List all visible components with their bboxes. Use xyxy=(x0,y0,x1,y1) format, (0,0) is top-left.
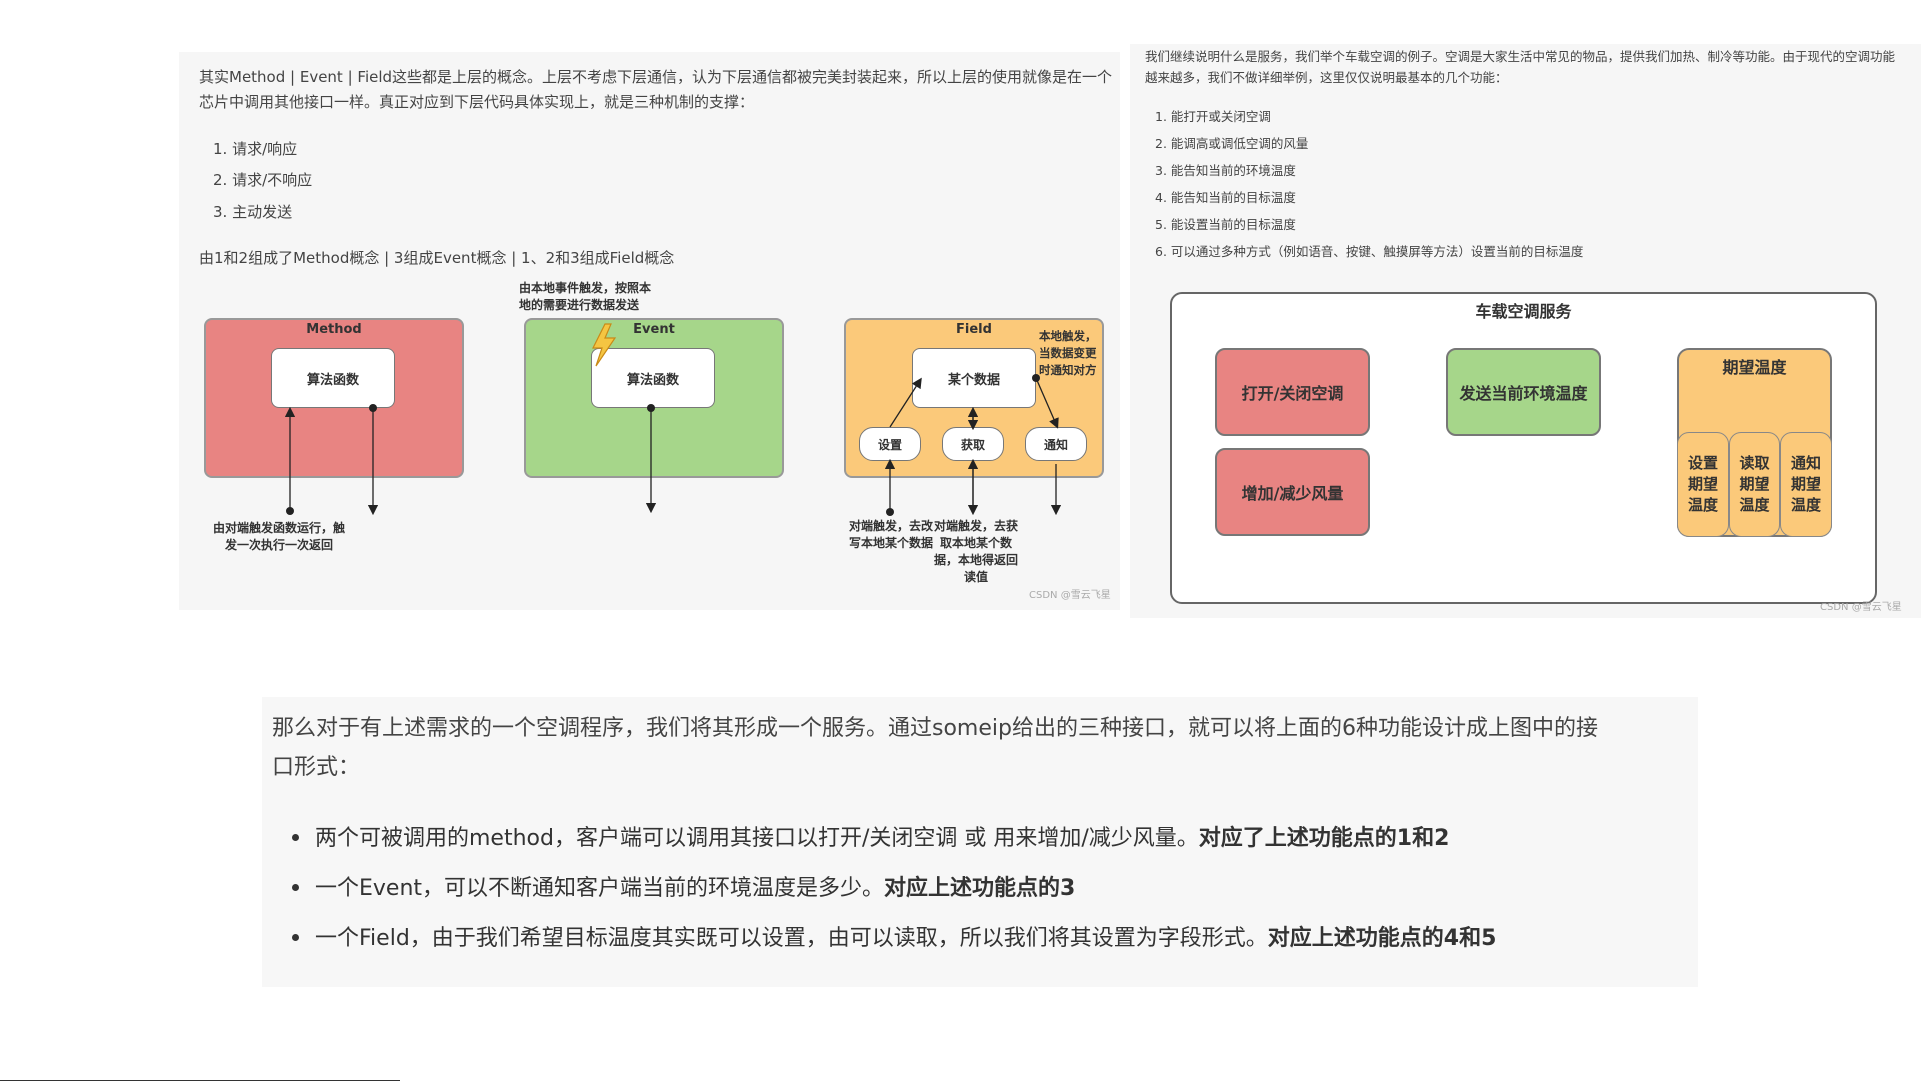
field-get-caption: 对端触发，去获取本地某个数据，本地得返回读值 xyxy=(934,519,1019,584)
bullet-dot xyxy=(292,883,299,891)
explanation-line2: 口形式： xyxy=(272,755,361,780)
read-expected-temp-label: 读取期望温度 xyxy=(1739,454,1770,514)
bullet-item: 一个Field，由于我们希望目标温度其实既可以设置，由可以读取，所以我们将其设置… xyxy=(292,923,1496,955)
on-off-method-box: 打开/关闭空调 xyxy=(1215,348,1370,436)
set-expected-temp-column: 设置期望温度 xyxy=(1677,432,1729,537)
read-expected-temp-column: 读取期望温度 xyxy=(1729,432,1780,537)
mechanism-item: 3. 主动发送 xyxy=(213,203,293,221)
mechanism-item: 2. 请求/不响应 xyxy=(213,171,313,189)
bullet-text: 一个Event，可以不断通知客户端当前的环境温度是多少。 xyxy=(315,876,885,901)
bullet-item: 两个可被调用的method，客户端可以调用其接口以打开/关闭空调 或 用来增加/… xyxy=(292,823,1449,855)
function-item: 2. 能调高或调低空调的风量 xyxy=(1155,136,1309,151)
watermark: CSDN @雪云飞星 xyxy=(1029,590,1111,601)
diagram-connectors xyxy=(284,374,1062,516)
function-item: 6. 可以通过多种方式（例如语音、按键、触摸屏等方法）设置当前的目标温度 xyxy=(1155,244,1584,259)
event-caption: 由本地事件触发，按照本地的需要进行数据发送 xyxy=(519,281,652,312)
function-item: 4. 能告知当前的目标温度 xyxy=(1155,190,1296,205)
ac-intro-line2: 越来越多，我们不做详细举例，这里仅仅说明最基本的几个功能： xyxy=(1145,70,1508,85)
mechanism-item: 1. 请求/响应 xyxy=(213,140,298,158)
event-title: Event xyxy=(633,322,675,337)
bullet-dot xyxy=(292,933,299,941)
field-notify-box: 通知 xyxy=(1025,427,1087,461)
ac-service-image: 我们继续说明什么是服务，我们举个车载空调的例子。空调是大家生活中常见的物品，提供… xyxy=(1130,44,1921,618)
method-title: Method xyxy=(306,322,362,337)
intro-text-line2: 芯片中调用其他接口一样。真正对应到下层代码具体实现上，就是三种机制的支撑： xyxy=(199,93,755,111)
field-side-caption: 本地触发，当数据变更时通知对方 xyxy=(1039,329,1097,377)
lightning-icon xyxy=(592,323,617,367)
bullet-dot xyxy=(292,833,299,841)
explanation-line1: 那么对于有上述需求的一个空调程序，我们将其形成一个服务。通过someip给出的三… xyxy=(272,716,1598,741)
notify-expected-temp-label: 通知期望温度 xyxy=(1790,454,1821,514)
method-inner-box: 算法函数 xyxy=(271,348,395,408)
method-caption: 由对端触发函数运行，触发一次执行一次返回 xyxy=(212,521,345,552)
notify-expected-temp-column: 通知期望温度 xyxy=(1780,432,1832,537)
bullet-bold: 对应上述功能点的3 xyxy=(884,876,1076,901)
someip-concepts-image: 其实Method | Event | Field这些都是上层的概念。上层不考虑下… xyxy=(179,52,1120,610)
send-temp-event-box: 发送当前环境温度 xyxy=(1446,348,1601,436)
bullet-bold: 对应上述功能点的4和5 xyxy=(1267,926,1497,951)
watermark: CSDN @雪云飞星 xyxy=(1820,602,1902,613)
function-item: 5. 能设置当前的目标温度 xyxy=(1155,217,1296,232)
expected-temp-title: 期望温度 xyxy=(1722,358,1787,377)
summary-text: 由1和2组成了Method概念 | 3组成Event概念 | 1、2和3组成Fi… xyxy=(199,249,675,267)
fan-method-box: 增加/减少风量 xyxy=(1215,448,1370,536)
field-inner-box: 某个数据 xyxy=(912,348,1036,408)
field-set-caption: 对端触发，去改写本地某个数据 xyxy=(849,519,934,550)
event-inner-box: 算法函数 xyxy=(591,348,715,408)
intro-text-line1: 其实Method | Event | Field这些都是上层的概念。上层不考虑下… xyxy=(199,68,1113,86)
function-item: 3. 能告知当前的环境温度 xyxy=(1155,163,1296,178)
service-title: 车载空调服务 xyxy=(1475,302,1572,321)
bullet-item: 一个Event，可以不断通知客户端当前的环境温度是多少。对应上述功能点的3 xyxy=(292,873,1075,905)
field-set-box: 设置 xyxy=(859,427,921,461)
field-title: Field xyxy=(956,322,992,337)
bullet-bold: 对应了上述功能点的1和2 xyxy=(1198,826,1450,851)
set-expected-temp-label: 设置期望温度 xyxy=(1687,454,1718,514)
function-item: 1. 能打开或关闭空调 xyxy=(1155,109,1271,124)
bullet-text: 两个可被调用的method，客户端可以调用其接口以打开/关闭空调 或 用来增加/… xyxy=(315,826,1199,851)
explanation-block: 那么对于有上述需求的一个空调程序，我们将其形成一个服务。通过someip给出的三… xyxy=(262,697,1698,987)
bullet-text: 一个Field，由于我们希望目标温度其实既可以设置，由可以读取，所以我们将其设置… xyxy=(315,926,1268,951)
ac-intro-line1: 我们继续说明什么是服务，我们举个车载空调的例子。空调是大家生活中常见的物品，提供… xyxy=(1145,49,1896,64)
